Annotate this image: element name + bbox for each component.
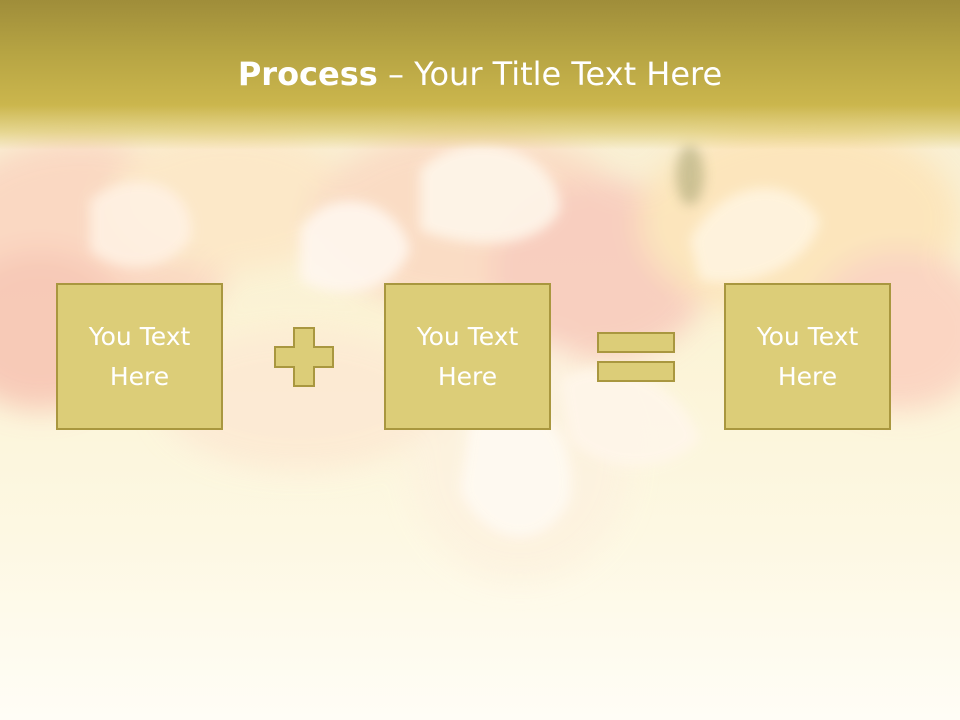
plus-icon	[274, 327, 334, 387]
process-box-2-text: You Text Here	[416, 321, 519, 391]
process-box-1[interactable]: You Text Here	[56, 283, 223, 430]
process-box-1-text: You Text Here	[88, 321, 191, 391]
process-box-3-text: You Text Here	[756, 321, 859, 391]
process-box-3[interactable]: You Text Here	[724, 283, 891, 430]
process-box-2[interactable]: You Text Here	[384, 283, 551, 430]
equals-icon	[597, 332, 675, 382]
slide-title: Process – Your Title Text Here	[0, 52, 960, 96]
slide-title-rest: – Your Title Text Here	[377, 55, 723, 93]
slide-title-bold: Process	[237, 55, 378, 93]
title-band: Process – Your Title Text Here	[0, 0, 960, 150]
